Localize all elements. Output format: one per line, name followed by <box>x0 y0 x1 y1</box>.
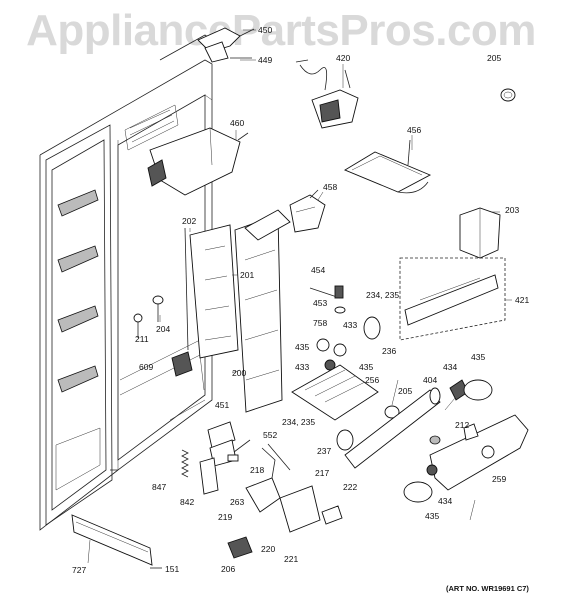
air-duct-460 <box>147 127 249 196</box>
callout-200: 200 <box>232 368 247 378</box>
callout-219: 219 <box>218 512 233 522</box>
callout-220: 220 <box>261 544 276 554</box>
callout-263: 263 <box>230 497 245 507</box>
callout-256: 256 <box>365 375 380 385</box>
cap-205-mid <box>384 405 400 419</box>
callout-237: 237 <box>317 446 332 456</box>
callout-420: 420 <box>336 53 351 63</box>
spring-847 <box>181 449 189 478</box>
bulb-set-mid <box>316 338 347 371</box>
callout-221: 221 <box>284 554 299 564</box>
light-housing-421 <box>399 257 506 341</box>
callout-434-a: 434 <box>443 362 458 372</box>
callout-435-d: 435 <box>425 511 440 521</box>
callout-609: 609 <box>139 362 154 372</box>
bracket-842 <box>199 457 219 495</box>
callout-727: 727 <box>72 565 87 575</box>
callout-435-c: 435 <box>471 352 486 362</box>
top-hinge-bracket <box>197 27 255 63</box>
cam-219 <box>245 477 281 513</box>
dispenser-control-assembly <box>295 59 359 129</box>
callout-234-235-a: 234, 235 <box>366 290 400 300</box>
housing-458 <box>289 189 326 233</box>
light-shield-404 <box>344 387 441 469</box>
bulb-set-right <box>449 379 493 401</box>
screw-204 <box>152 295 164 322</box>
callout-259: 259 <box>492 474 507 484</box>
cabinet-outline <box>39 34 213 531</box>
callout-211: 211 <box>135 334 149 344</box>
callout-842: 842 <box>180 497 195 507</box>
housing-259 <box>429 414 529 491</box>
screw-211 <box>133 313 143 338</box>
bulb-set-lower <box>403 464 438 503</box>
callout-205-mid: 205 <box>398 386 413 396</box>
callout-202: 202 <box>182 216 197 226</box>
callout-151: 151 <box>165 564 180 574</box>
callout-204: 204 <box>156 324 171 334</box>
callout-450: 450 <box>258 25 273 35</box>
callout-458: 458 <box>323 182 338 192</box>
foot-206 <box>227 536 253 559</box>
callout-433-b: 433 <box>295 362 310 372</box>
bracket-221 <box>279 485 343 533</box>
callout-234-235-b: 234, 235 <box>282 417 316 427</box>
callout-203: 203 <box>505 205 520 215</box>
hinge-pin-assembly <box>227 439 291 479</box>
callout-434-b: 434 <box>438 496 453 506</box>
callout-218: 218 <box>250 465 265 475</box>
callout-456: 456 <box>407 125 422 135</box>
callout-206: 206 <box>221 564 236 574</box>
cap-205-top <box>500 88 516 102</box>
kick-plate-727 <box>71 514 162 569</box>
callout-212: 212 <box>455 420 470 430</box>
callout-201: 201 <box>240 270 255 280</box>
callout-404: 404 <box>423 375 438 385</box>
ring-237 <box>336 429 354 451</box>
callout-421: 421 <box>515 295 530 305</box>
callout-454: 454 <box>311 265 326 275</box>
trim-channel-200 <box>234 209 291 413</box>
callout-217: 217 <box>315 468 330 478</box>
callout-222: 222 <box>343 482 358 492</box>
callout-205-top: 205 <box>487 53 502 63</box>
clip-212 <box>463 423 479 441</box>
callout-847: 847 <box>152 482 167 492</box>
switch-609 <box>171 351 193 377</box>
callout-460: 460 <box>230 118 245 128</box>
callout-552: 552 <box>263 430 278 440</box>
cover-203 <box>459 207 501 259</box>
callout-449: 449 <box>258 55 273 65</box>
callout-435-a: 435 <box>295 342 310 352</box>
light-socket-assembly <box>309 285 346 314</box>
mullion-panel-201 <box>184 224 239 359</box>
grille-256 <box>291 364 379 421</box>
callout-451: 451 <box>215 400 230 410</box>
callout-453: 453 <box>313 298 328 308</box>
art-number: (ART NO. WR19691 C7) <box>446 584 529 593</box>
watermark-text: AppliancePartsPros.com <box>26 6 536 55</box>
callout-433-a: 433 <box>343 320 358 330</box>
ring-236 <box>363 316 381 340</box>
callout-236: 236 <box>382 346 397 356</box>
callout-758: 758 <box>313 318 328 328</box>
leader-lines <box>87 29 512 564</box>
callout-435-b: 435 <box>359 362 374 372</box>
light-bracket-456 <box>344 139 432 194</box>
